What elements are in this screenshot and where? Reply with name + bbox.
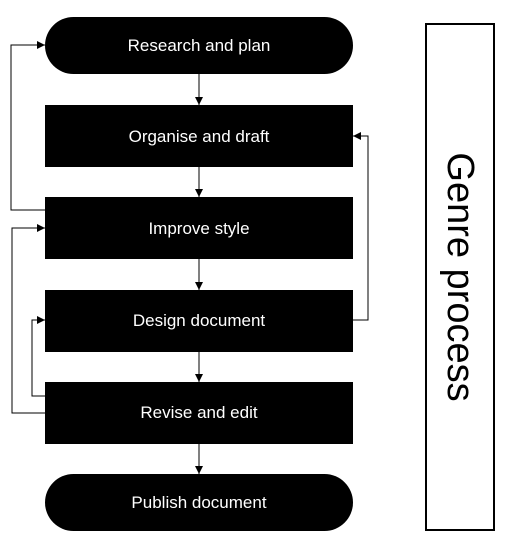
side-panel: Genre process [425,23,495,531]
node-process-shape [45,105,353,167]
node-terminal-shape [45,474,353,531]
step-label: Research and plan [128,36,271,55]
step-publish-document: Publish document [45,474,353,531]
step-revise-and-edit: Revise and edit [45,382,353,444]
loop-revise-to-improve [11,224,45,414]
node-terminal-shape [45,17,353,74]
side-panel-frame [425,23,495,531]
step-improve-style: Improve style [45,197,353,259]
step-research-and-plan: Research and plan [45,17,353,74]
step-label: Publish document [131,493,266,512]
loop-improve-to-research [10,41,45,211]
step-label: Organise and draft [129,127,270,146]
node-process-shape [45,197,353,259]
loop-revise-to-design [31,316,45,397]
loop-design-to-organise [353,132,369,321]
step-label: Revise and edit [140,403,257,422]
step-label: Improve style [148,219,249,238]
node-process-shape [45,382,353,444]
node-process-shape [45,290,353,352]
side-panel-title: Genre process [439,152,481,401]
step-design-document: Design document [45,290,353,352]
step-label: Design document [133,311,266,330]
step-organise-and-draft: Organise and draft [45,105,353,167]
